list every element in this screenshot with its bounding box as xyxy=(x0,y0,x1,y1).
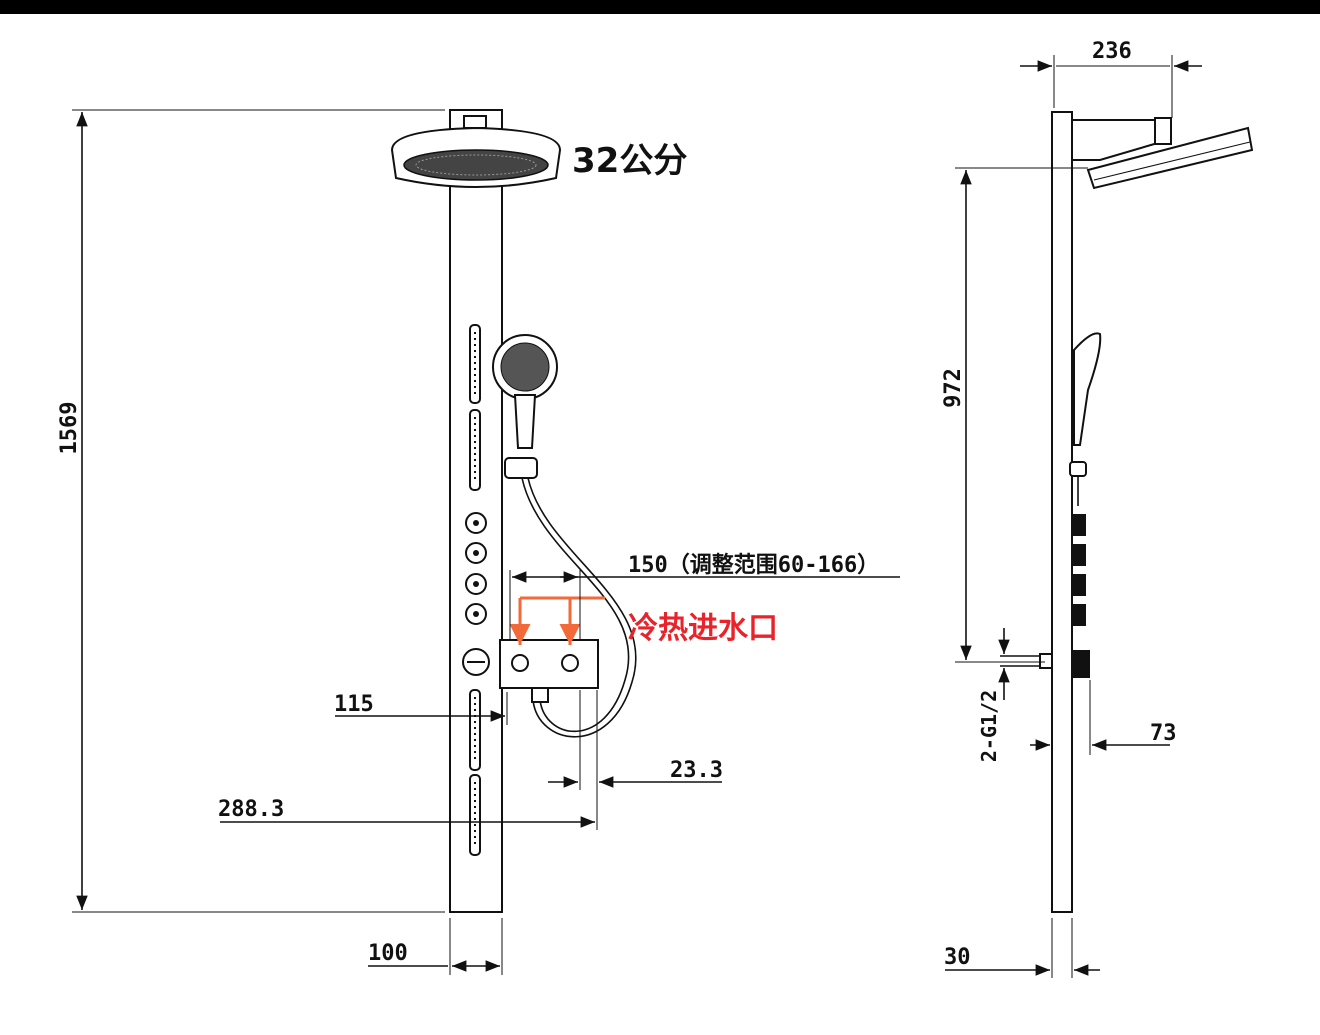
side-inlet-pipe xyxy=(1000,653,1053,669)
side-buttons xyxy=(1072,514,1090,678)
side-hand-shower xyxy=(1073,332,1102,446)
dim-30-label: 30 xyxy=(944,945,971,970)
dim-236-label: 236 xyxy=(1092,39,1132,64)
side-holder xyxy=(1069,461,1087,477)
control-buttons xyxy=(462,512,490,676)
dim-thread-label: 2-G1/2 xyxy=(977,690,1001,762)
hot-inlet xyxy=(561,654,579,672)
dim-100-lines xyxy=(368,918,503,975)
dim-115-label: 115 xyxy=(334,692,374,717)
shower-size-label: 32公分 xyxy=(572,141,687,181)
inlet-label: 冷热进水口 xyxy=(628,611,778,646)
body-spray-strips xyxy=(469,324,481,856)
dim-288-3-label: 288.3 xyxy=(218,797,284,822)
column-cap xyxy=(463,115,487,129)
inlet-span-label: 150（调整范围60-166） xyxy=(628,552,879,578)
cold-inlet xyxy=(511,654,529,672)
hose-connector xyxy=(531,687,549,703)
hose xyxy=(521,477,630,733)
dim-150-lines xyxy=(509,570,900,640)
dim-236-lines xyxy=(1020,55,1202,118)
hand-shower xyxy=(492,334,558,479)
rain-shower-head xyxy=(390,126,562,188)
inlet-arrows xyxy=(509,596,605,645)
dim-972-lines xyxy=(955,167,1088,663)
side-column xyxy=(1051,111,1073,913)
front-view xyxy=(72,109,900,975)
dim-23-3-label: 23.3 xyxy=(670,758,723,783)
side-view xyxy=(945,55,1254,978)
top-black-bar xyxy=(0,0,1320,14)
dim-73-lines xyxy=(1030,680,1170,755)
dim-23-3-lines xyxy=(548,690,722,830)
dim-73-label: 73 xyxy=(1150,721,1177,746)
dim-100-label: 100 xyxy=(368,941,408,966)
dim-972-label: 972 xyxy=(941,368,966,408)
height-total-label: 1569 xyxy=(57,402,82,455)
dim-1569-lines xyxy=(72,109,445,913)
hose-outer xyxy=(527,477,637,738)
dim-30-lines xyxy=(945,918,1100,978)
dim-115-lines xyxy=(335,692,508,725)
side-shower-head xyxy=(1071,117,1254,190)
